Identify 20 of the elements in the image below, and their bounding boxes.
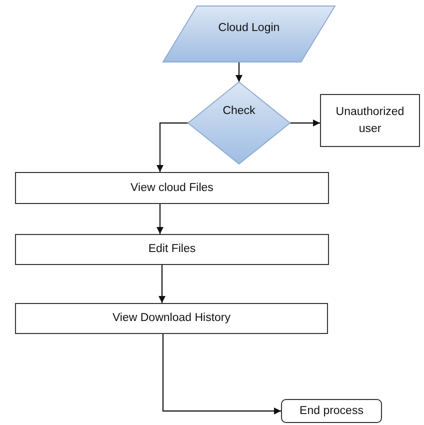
arrow bbox=[290, 120, 320, 126]
arrow bbox=[162, 334, 281, 414]
node-label: View cloud Files bbox=[130, 180, 214, 196]
arrow bbox=[156, 204, 164, 234]
process-box bbox=[320, 94, 420, 147]
node-label: Check bbox=[222, 104, 256, 119]
node-label: Unauthorized user bbox=[334, 104, 406, 136]
terminal-box bbox=[281, 399, 382, 423]
node-label: Cloud Login bbox=[217, 20, 281, 36]
node-label: Edit Files bbox=[147, 242, 197, 258]
process-box bbox=[15, 303, 328, 334]
node-label: View Download History bbox=[111, 311, 232, 326]
node-label: End process bbox=[298, 404, 364, 419]
input-parallelogram bbox=[163, 6, 335, 62]
process-box bbox=[15, 234, 329, 265]
arrow bbox=[236, 62, 242, 82]
process-box bbox=[15, 172, 329, 204]
decision-diamond bbox=[188, 82, 290, 164]
arrow bbox=[156, 122, 189, 172]
arrow bbox=[158, 265, 166, 303]
